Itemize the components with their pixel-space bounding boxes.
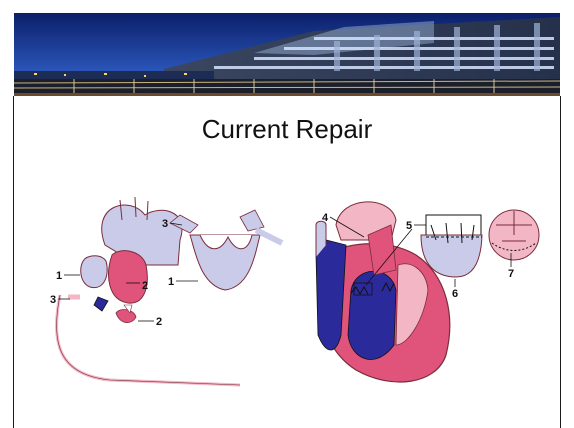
left-repair-illustration: 1 2 3 2 3 1 xyxy=(50,195,285,395)
right-label-6: 6 xyxy=(452,288,458,300)
right-label-4: 4 xyxy=(322,212,329,224)
left-label-3b: 3 xyxy=(162,218,168,230)
left-label-2a: 2 xyxy=(142,280,148,292)
right-label-7: 7 xyxy=(508,268,514,280)
header-banner-image xyxy=(14,13,560,96)
left-label-1b: 1 xyxy=(168,276,174,288)
slide-title: Current Repair xyxy=(0,114,574,145)
left-label-3a: 3 xyxy=(50,294,56,306)
left-label-1a: 1 xyxy=(56,270,62,282)
slide-right-border xyxy=(560,96,561,428)
left-label-2b: 2 xyxy=(156,316,162,328)
slide-left-border xyxy=(13,96,14,428)
right-repair-illustration: 4 5 6 7 xyxy=(296,195,546,390)
